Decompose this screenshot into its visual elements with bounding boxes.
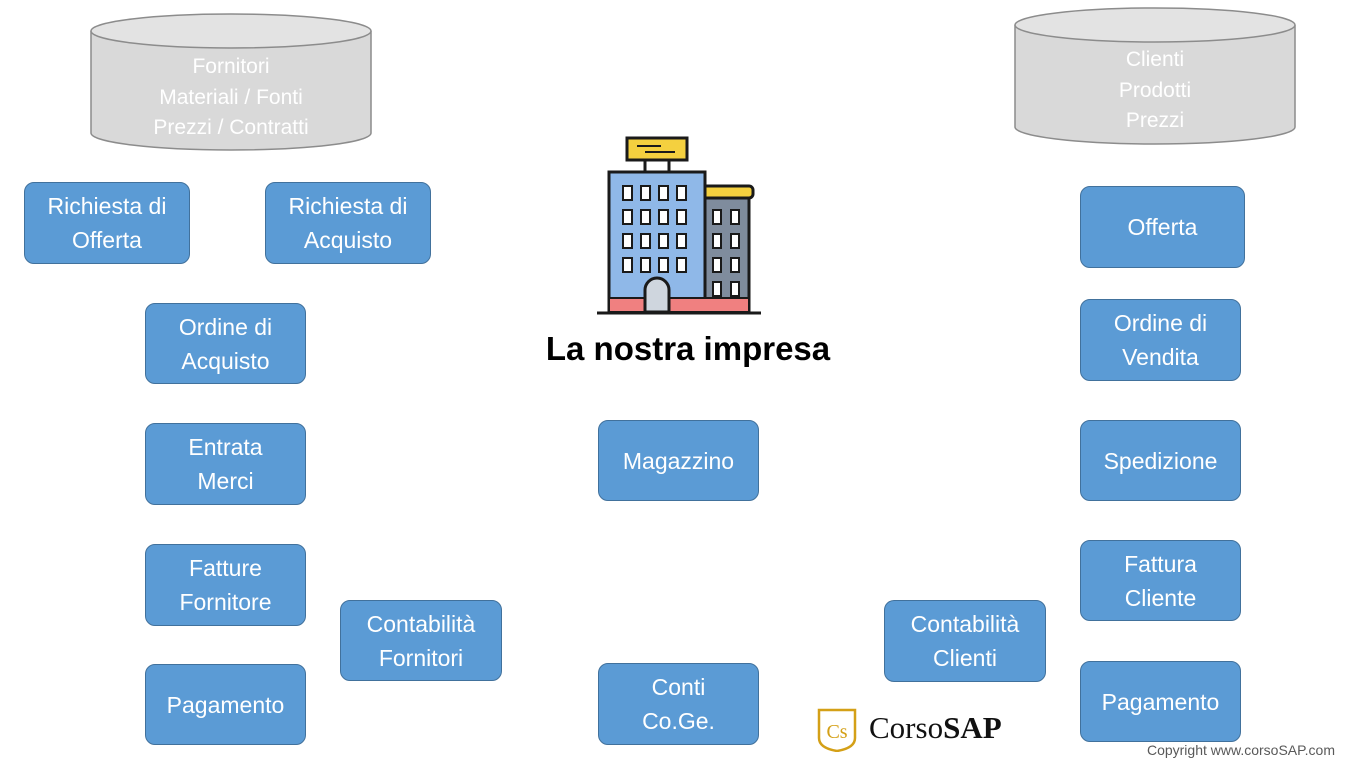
- offerta-box[interactable]: Offerta: [1080, 186, 1245, 268]
- corsosap-logo: Cs CorsoSAP: [815, 708, 1015, 752]
- company-title: La nostra impresa: [545, 330, 831, 367]
- corsosap-shield-icon: Cs: [817, 708, 857, 752]
- fatture-fornitore-box[interactable]: Fatture Fornitore: [145, 544, 306, 626]
- database-cylinder-icon: [1014, 7, 1296, 145]
- database-cylinder-icon: [90, 13, 372, 151]
- magazzino-box[interactable]: Magazzino: [598, 420, 759, 501]
- ordine-vendita-box[interactable]: Ordine di Vendita: [1080, 299, 1241, 381]
- logo-mark: Cs: [826, 721, 847, 743]
- ordine-acquisto-box[interactable]: Ordine di Acquisto: [145, 303, 306, 384]
- building-icon: [597, 136, 761, 315]
- entrata-merci-box[interactable]: Entrata Merci: [145, 423, 306, 505]
- contabilita-clienti-box[interactable]: Contabilità Clienti: [884, 600, 1046, 682]
- database-clienti: Clienti Prodotti Prezzi: [1013, 6, 1297, 146]
- richiesta-acquisto-box[interactable]: Richiesta di Acquisto: [265, 182, 431, 264]
- richiesta-offerta-box[interactable]: Richiesta di Offerta: [24, 182, 190, 264]
- logo-name-bold: SAP: [943, 710, 1002, 745]
- copyright-text: Copyright www.corsoSAP.com: [1146, 742, 1335, 758]
- contabilita-fornitori-box[interactable]: Contabilità Fornitori: [340, 600, 502, 681]
- spedizione-box[interactable]: Spedizione: [1080, 420, 1241, 501]
- database-fornitori-label: Fornitori Materiali / Fonti Prezzi / Con…: [153, 55, 309, 139]
- pagamento-fornitori-box[interactable]: Pagamento: [145, 664, 306, 745]
- logo-name-regular: Corso: [869, 710, 944, 745]
- conti-coge-box[interactable]: Conti Co.Ge.: [598, 663, 759, 745]
- pagamento-clienti-box[interactable]: Pagamento: [1080, 661, 1241, 742]
- fattura-cliente-box[interactable]: Fattura Cliente: [1080, 540, 1241, 621]
- logo-wordmark: CorsoSAP: [869, 710, 1002, 746]
- database-clienti-label: Clienti Prodotti Prezzi: [1118, 48, 1192, 132]
- database-fornitori: Fornitori Materiali / Fonti Prezzi / Con…: [89, 12, 373, 152]
